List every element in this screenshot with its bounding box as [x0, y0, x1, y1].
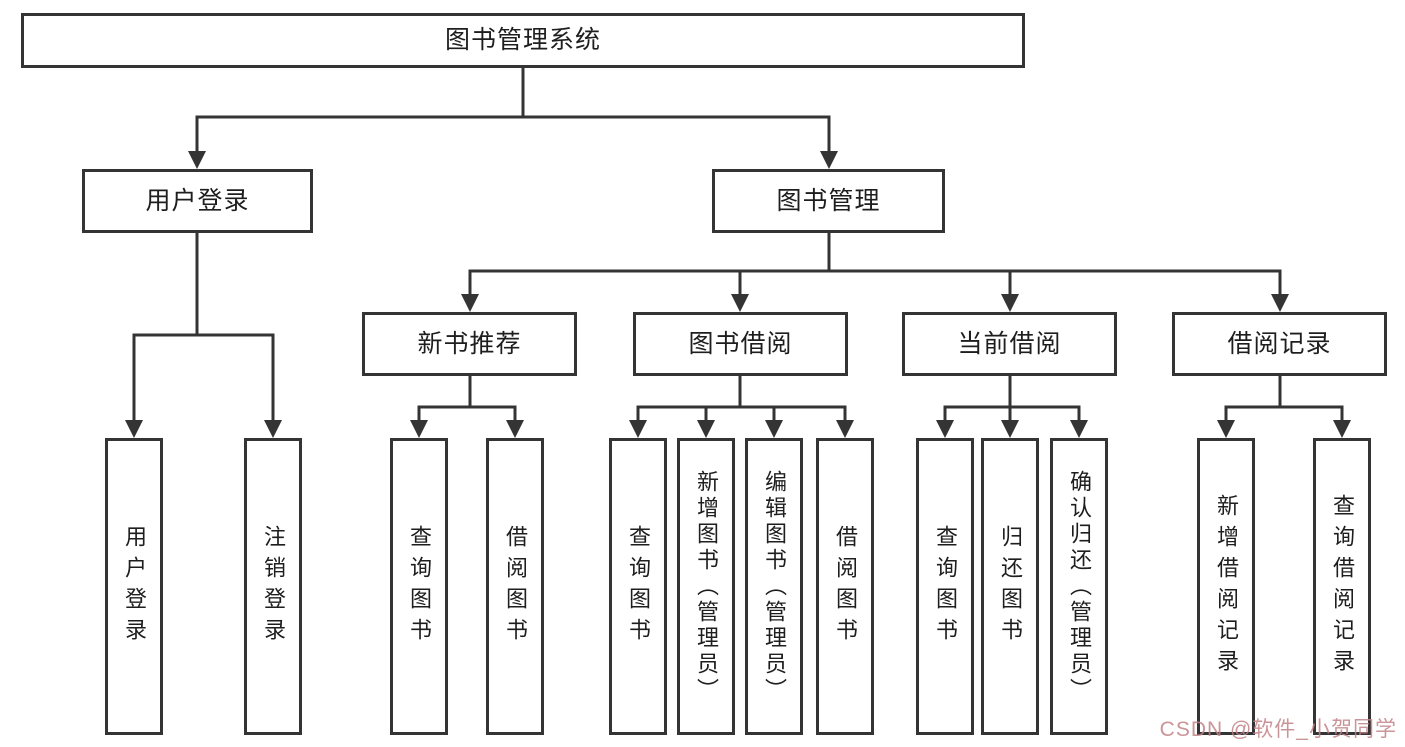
arrowheads	[125, 151, 1351, 438]
node-book-management: 图书管理	[712, 169, 945, 233]
leaf-query-borrow-record: 查询借阅记录	[1313, 438, 1371, 735]
node-new-book-recommend: 新书推荐	[362, 312, 577, 376]
leaf-add-book-admin: 新增图书（管理员）	[677, 438, 735, 735]
leaf-borrow-books-recommend: 借阅图书	[486, 438, 544, 735]
leaf-return-book: 归还图书	[981, 438, 1039, 735]
leaf-user-login: 用户登录	[105, 438, 163, 735]
leaf-query-books-borrow: 查询图书	[609, 438, 667, 735]
node-borrow-records: 借阅记录	[1172, 312, 1387, 376]
node-current-borrow: 当前借阅	[902, 312, 1117, 376]
leaf-add-borrow-record: 新增借阅记录	[1197, 438, 1255, 735]
watermark: CSDN @软件_小贺同学	[1159, 718, 1397, 741]
leaf-borrow-books: 借阅图书	[816, 438, 874, 735]
leaf-confirm-return-admin: 确认归还（管理员）	[1050, 438, 1108, 735]
edge-newbook-to-leaves	[417, 376, 517, 423]
leaf-query-books-current: 查询图书	[916, 438, 974, 735]
node-book-borrow: 图书借阅	[633, 312, 848, 376]
edge-borrowrecord-to-leaves	[1224, 376, 1344, 423]
node-user-login: 用户登录	[82, 169, 313, 233]
edge-root-to-level2	[195, 68, 831, 153]
edge-userlogin-to-leaves	[132, 233, 275, 423]
node-library-management-system: 图书管理系统	[21, 13, 1025, 68]
edge-currentborrow-to-leaves	[943, 376, 1081, 423]
leaf-query-books-recommend: 查询图书	[390, 438, 448, 735]
edge-bookborrow-to-leaves	[636, 376, 847, 423]
leaf-logout: 注销登录	[244, 438, 302, 735]
leaf-edit-book-admin: 编辑图书（管理员）	[745, 438, 803, 735]
edge-bookmgmt-to-level3	[468, 233, 1282, 297]
